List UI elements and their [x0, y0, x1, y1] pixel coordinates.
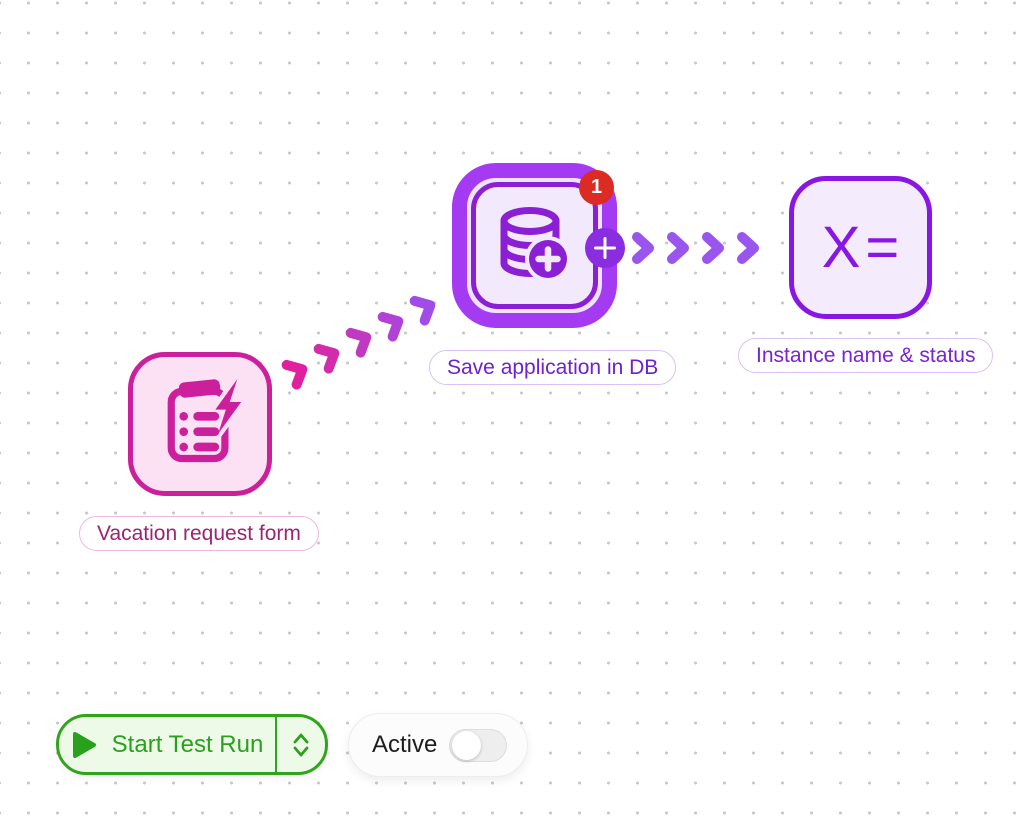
active-label: Active — [372, 731, 438, 758]
start-test-run-button[interactable]: Start Test Run — [56, 714, 328, 775]
chevron-up-down-icon — [293, 733, 309, 756]
active-toggle-switch[interactable] — [449, 728, 508, 762]
node-save-application-in-db[interactable] — [471, 182, 598, 309]
button-divider — [275, 717, 277, 772]
items-count-badge: 1 — [579, 170, 614, 205]
variables-icon: X= — [821, 214, 905, 280]
node-instance-name-status[interactable]: X= — [789, 176, 932, 319]
plus-icon — [594, 237, 616, 259]
connector-chevron — [313, 343, 340, 374]
database-plus-icon — [500, 206, 571, 282]
node-label-vacation-request-form[interactable]: Vacation request form — [79, 516, 319, 551]
add-node-button[interactable] — [585, 228, 625, 268]
connector-chevron — [409, 295, 436, 326]
connector-chevron — [667, 232, 689, 264]
connector-chevron — [377, 311, 404, 342]
node-label-save-application-in-db[interactable]: Save application in DB — [429, 350, 677, 385]
node-label-instance-name-status[interactable]: Instance name & status — [738, 338, 994, 373]
connector-chevron — [737, 232, 759, 264]
connector-chevron — [702, 232, 724, 264]
connector-chevron — [632, 232, 654, 264]
node-vacation-request-form[interactable] — [128, 352, 272, 496]
toggle-knob[interactable] — [452, 730, 482, 760]
start-test-run-options-button[interactable] — [277, 717, 325, 772]
connector-chevron — [345, 327, 372, 358]
play-icon — [72, 731, 96, 758]
start-test-run-main[interactable]: Start Test Run — [59, 717, 275, 772]
clipboard-lightning-icon — [167, 376, 246, 463]
active-toggle-container: Active — [348, 713, 528, 777]
connector-chevron — [281, 359, 308, 390]
start-test-run-label: Start Test Run — [111, 730, 264, 758]
